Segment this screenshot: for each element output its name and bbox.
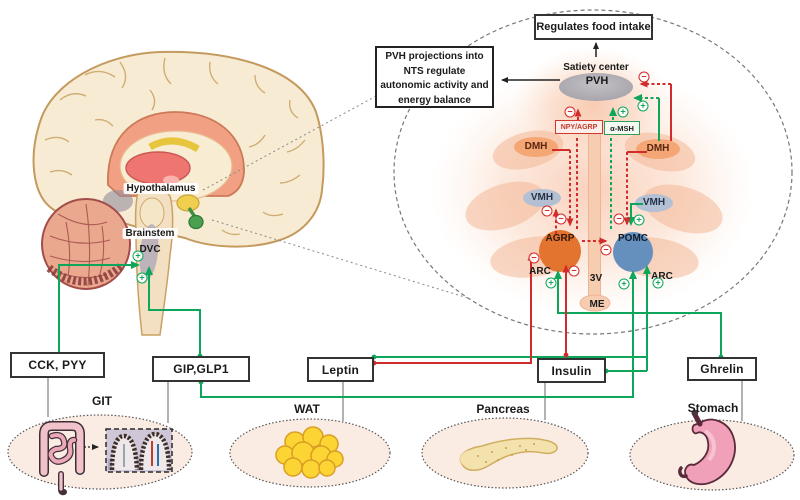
adipocytes-icon — [275, 426, 344, 479]
vmh-left-shape — [523, 189, 561, 207]
pvh-output-arrows — [501, 42, 599, 83]
nts-line-1: PVH projections into — [385, 51, 484, 62]
dvc-label: DVC — [139, 244, 161, 255]
inhibition-sign: − — [541, 205, 553, 217]
activation-sign: + — [633, 214, 645, 226]
pancreas-label: Pancreas — [476, 402, 530, 416]
insulin-box: Insulin — [537, 358, 606, 383]
intestine-icon — [39, 421, 99, 496]
fornix — [148, 137, 200, 153]
stimulatory-pathways — [58, 94, 722, 398]
activation-sign: + — [545, 277, 557, 289]
wat-label: WAT — [294, 402, 320, 416]
arc-left-label: ARC — [529, 266, 551, 277]
organ-connector-lines — [47, 378, 743, 423]
zoom-connector-lines — [202, 94, 469, 299]
cortex-sulci — [44, 57, 306, 236]
thalamus — [125, 151, 191, 185]
vmh-right-label: VMH — [642, 197, 666, 208]
pons — [139, 197, 165, 229]
nts-projection-box: PVH projections into NTS regulate autono… — [375, 46, 494, 108]
stomach-label: Stomach — [687, 401, 739, 415]
activation-sign: + — [132, 250, 144, 262]
inhibition-sign: − — [600, 244, 612, 256]
leptin-box: Leptin — [307, 357, 374, 382]
git-label: GIT — [92, 394, 112, 408]
hypothalamus-shape — [176, 194, 200, 212]
median-eminence-shape — [579, 294, 611, 312]
dmh-left-shape — [514, 137, 558, 157]
activation-sign: + — [618, 278, 630, 290]
inhibition-sign: − — [613, 213, 625, 225]
npy-agrp-box: NPY/AGRP — [555, 120, 603, 134]
stomach-icon — [678, 409, 736, 486]
brainstem-label: Brainstem — [122, 228, 178, 239]
activation-sign: + — [136, 272, 148, 284]
agrp-label: AGRP — [545, 233, 575, 244]
nts-line-2: NTS regulate — [403, 65, 466, 77]
dmh-right-shape — [636, 139, 680, 159]
activation-sign: + — [637, 100, 649, 112]
inhibition-sign: − — [568, 265, 580, 277]
alpha-msh-box: α-MSH — [604, 121, 640, 135]
pvh-shape — [559, 73, 633, 101]
pancreas-icon — [459, 437, 558, 471]
gip-glp1-box: GIP,GLP1 — [152, 356, 250, 382]
ghrelin-box: Ghrelin — [687, 357, 757, 381]
pomc-neuron-shape — [613, 232, 653, 272]
dmh-right-label: DMH — [646, 143, 670, 154]
nts-line-4: energy balance — [398, 94, 471, 106]
inhibition-sign: − — [638, 71, 650, 83]
vmh-right-shape — [635, 194, 673, 212]
nts-line-3: autonomic activity and — [380, 80, 489, 91]
activation-sign: + — [652, 277, 664, 289]
inhibition-sign: − — [555, 213, 567, 225]
cck-pyy-box: CCK, PYY — [10, 352, 105, 378]
pomc-label: POMC — [618, 233, 648, 244]
arc-right-label: ARC — [651, 271, 673, 282]
dmh-left-label: DMH — [524, 141, 548, 152]
pvh-label: PVH — [585, 75, 609, 87]
third-ventricle-label: 3V — [589, 273, 603, 284]
inhibition-sign: − — [564, 106, 576, 118]
satiety-center-label: Satiety center — [563, 62, 629, 73]
pituitary — [188, 214, 204, 230]
hypothalamus-label: Hypothalamus — [123, 183, 199, 194]
villi-inset-icon — [105, 428, 173, 473]
regulates-food-intake-box: Regulates food intake — [534, 14, 653, 40]
activation-sign: + — [617, 106, 629, 118]
median-eminence-label: ME — [589, 299, 605, 310]
cerebellum — [41, 198, 131, 290]
inset-dashed-border — [393, 9, 793, 335]
agrp-neuron-shape — [539, 230, 581, 272]
inhibition-sign: − — [528, 252, 540, 264]
vmh-left-label: VMH — [530, 192, 554, 203]
